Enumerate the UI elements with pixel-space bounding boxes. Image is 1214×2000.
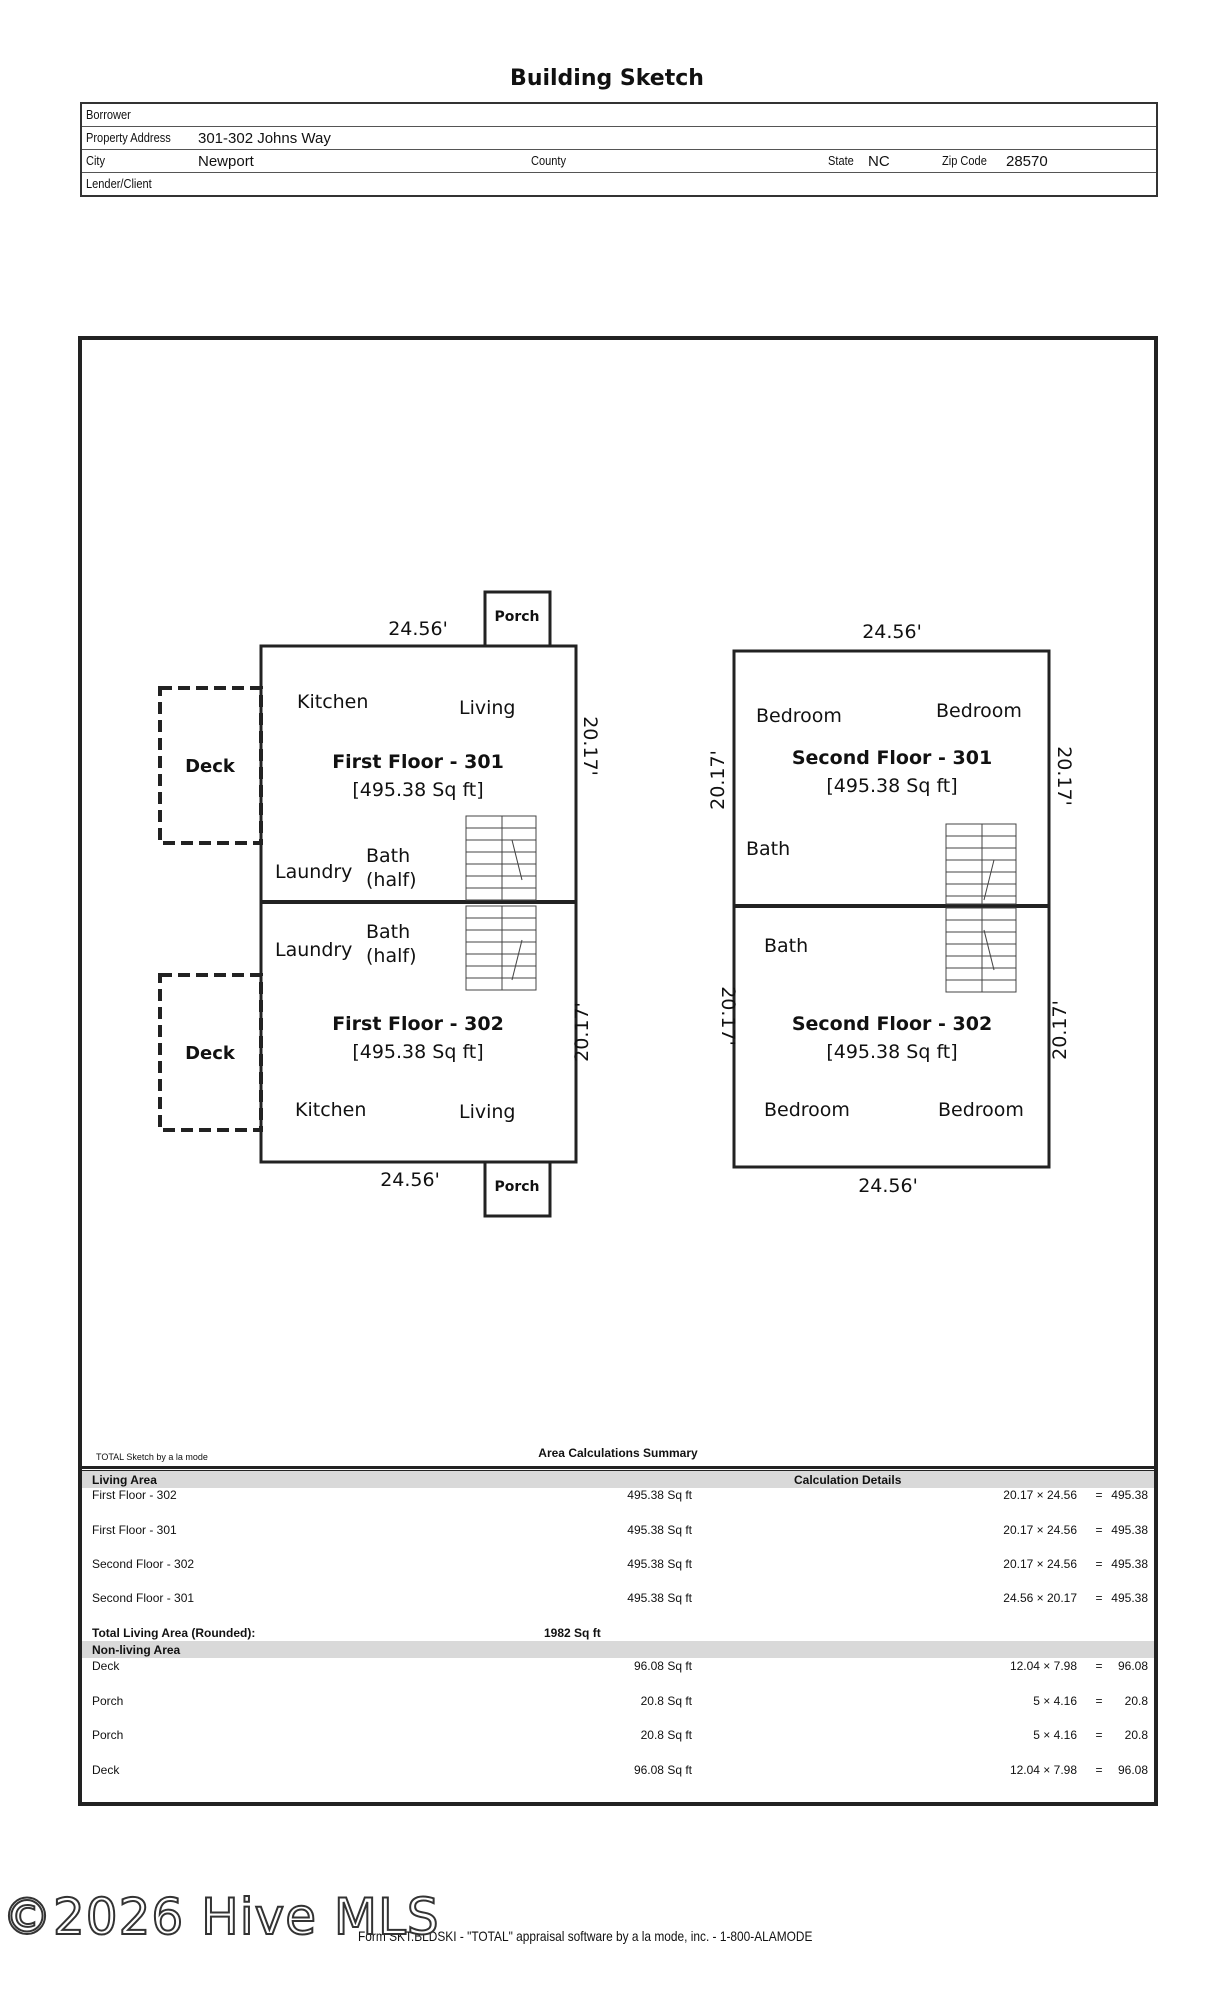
borrower-row: Borrower	[82, 104, 1156, 126]
deck-301-outline	[158, 686, 263, 845]
room-label: Bedroom	[938, 1099, 1024, 1121]
second-floor-301-depth-right: 20.17'	[1053, 746, 1075, 806]
second-floor-301-width: 24.56'	[862, 621, 922, 643]
room-label: Laundry	[275, 939, 352, 961]
total-living-area-label: Total Living Area (Rounded):	[92, 1626, 256, 1640]
room-label: Living	[459, 1101, 516, 1123]
floor-plan-drawing: Kitchen Living Laundry Bath (half) First…	[158, 590, 1075, 1218]
table-row: First Floor - 302 495.38 Sq ft 20.17 × 2…	[92, 1488, 1148, 1502]
state-value: NC	[868, 153, 890, 170]
room-label: Kitchen	[295, 1099, 366, 1121]
first-floor-302-depth: 20.17'	[571, 1002, 593, 1062]
table-row: Porch 20.8 Sq ft 5 × 4.16 = 20.8	[92, 1694, 1148, 1708]
summary-caption: Area Calculations Summary	[538, 1446, 698, 1460]
zip-label: Zip Code	[942, 153, 987, 168]
room-label: Bedroom	[756, 705, 842, 727]
borrower-label: Borrower	[86, 107, 131, 122]
form-footer: Form SKT.BLDSKI - "TOTAL" appraisal soft…	[358, 1928, 813, 1944]
city-value: Newport	[198, 153, 254, 170]
room-label: (half)	[366, 945, 416, 967]
second-floor-outline	[732, 649, 1051, 1169]
living-area-header: Living Area	[92, 1473, 157, 1487]
second-floor-301-depth-left: 20.17'	[707, 750, 729, 810]
room-label: Living	[459, 697, 516, 719]
mls-watermark: ©2026 Hive MLS	[1, 1887, 440, 1947]
porch-301-label: Porch	[494, 609, 539, 625]
porch-301-outline	[483, 590, 552, 648]
table-row: Porch 20.8 Sq ft 5 × 4.16 = 20.8	[92, 1728, 1148, 1742]
first-floor-302-width: 24.56'	[380, 1169, 440, 1191]
non-living-area-header-bar: Non-living Area	[82, 1641, 1154, 1658]
first-floor-302-area: [495.38 Sq ft]	[352, 1041, 483, 1063]
address-row: Property Address 301-302 Johns Way	[82, 126, 1156, 149]
city-label: City	[86, 153, 106, 168]
room-label: Bath	[366, 845, 410, 867]
second-floor-302-depth-left: 20.17'	[717, 986, 739, 1046]
room-label: Bath	[366, 921, 410, 943]
room-label: Bedroom	[936, 700, 1022, 722]
state-label: State	[828, 153, 854, 168]
room-label: Bath	[764, 935, 808, 957]
address-label: Property Address	[86, 130, 171, 145]
first-floor-301-width: 24.56'	[388, 618, 448, 640]
page-title: Building Sketch	[510, 66, 704, 91]
table-row: Deck 96.08 Sq ft 12.04 × 7.98 = 96.08	[92, 1763, 1148, 1777]
non-living-area-header: Non-living Area	[92, 1643, 181, 1657]
second-floor-302-title: Second Floor - 302	[792, 1013, 992, 1035]
county-label: County	[531, 153, 567, 168]
stairs-first-floor	[465, 815, 537, 991]
address-value: 301-302 Johns Way	[198, 130, 331, 147]
room-label: Bedroom	[764, 1099, 850, 1121]
first-floor-302-title: First Floor - 302	[332, 1013, 504, 1035]
second-floor-302-depth-right: 20.17'	[1049, 1000, 1071, 1060]
building-sketch-area: Kitchen Living Laundry Bath (half) First…	[78, 336, 1158, 1474]
property-header-table: Borrower Property Address 301-302 Johns …	[80, 102, 1158, 197]
zip-value: 28570	[1006, 153, 1048, 170]
table-row: Second Floor - 301 495.38 Sq ft 24.56 × …	[92, 1591, 1148, 1605]
deck-302-outline	[158, 973, 263, 1132]
first-floor-301-title: First Floor - 301	[332, 751, 504, 773]
room-label: Bath	[746, 838, 790, 860]
lender-label: Lender/Client	[86, 176, 152, 191]
second-floor-302-width: 24.56'	[858, 1175, 918, 1197]
room-label: Laundry	[275, 861, 352, 883]
second-floor-301-area: [495.38 Sq ft]	[826, 775, 957, 797]
second-floor-301-title: Second Floor - 301	[792, 747, 992, 769]
stairs-second-floor	[945, 823, 1017, 993]
table-row: First Floor - 301 495.38 Sq ft 20.17 × 2…	[92, 1523, 1148, 1537]
sketch-credit: TOTAL Sketch by a la mode	[96, 1452, 208, 1462]
table-row: Second Floor - 302 495.38 Sq ft 20.17 × …	[92, 1557, 1148, 1571]
city-row: City Newport County State NC Zip Code 28…	[82, 149, 1156, 172]
lender-row: Lender/Client	[82, 172, 1156, 195]
total-living-area-row: Total Living Area (Rounded): 1982 Sq ft	[82, 1625, 1154, 1642]
table-row: Deck 96.08 Sq ft 12.04 × 7.98 = 96.08	[92, 1659, 1148, 1673]
deck-302-label: Deck	[185, 1043, 236, 1064]
deck-301-label: Deck	[185, 756, 236, 777]
second-floor-302-area: [495.38 Sq ft]	[826, 1041, 957, 1063]
first-floor-301-depth: 20.17'	[579, 716, 601, 776]
calculation-details-header: Calculation Details	[794, 1473, 902, 1487]
porch-302-outline	[483, 1160, 552, 1218]
first-floor-301-area: [495.38 Sq ft]	[352, 779, 483, 801]
area-calculations-summary: Area Calculations Summary Living Area Ca…	[78, 1446, 1158, 1806]
room-label: Kitchen	[297, 691, 368, 713]
room-label: (half)	[366, 869, 416, 891]
porch-302-label: Porch	[494, 1179, 539, 1195]
total-living-area-value: 1982 Sq ft	[544, 1626, 601, 1640]
living-area-header-bar: Living Area Calculation Details	[82, 1471, 1154, 1488]
